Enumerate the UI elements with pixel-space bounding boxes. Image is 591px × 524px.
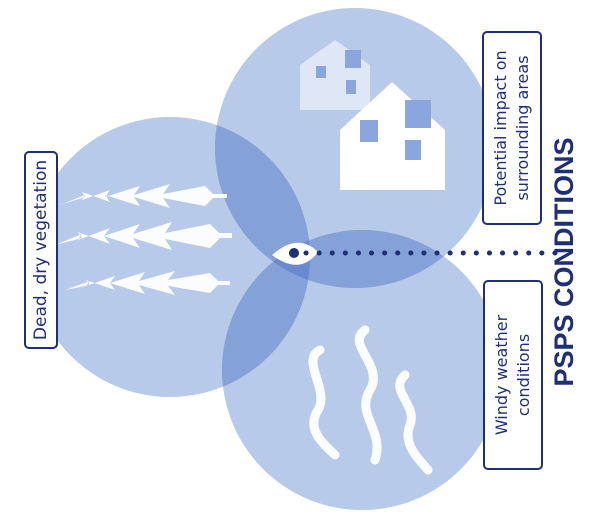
label-impact-line1: Potential impact on [491, 50, 510, 205]
wind-icon [308, 325, 433, 475]
title-text: PSPS CONDITIONS [549, 137, 579, 386]
label-vegetation: Dead, dry vegetation [24, 151, 58, 349]
tree-icon [55, 184, 232, 295]
house-icon [300, 40, 445, 190]
label-impact-line2: surrounding areas [513, 55, 532, 200]
label-wind-line1: Windy weather [492, 314, 511, 435]
overlap-vegetation-impact [215, 117, 310, 288]
label-wind-line2: conditions [514, 334, 533, 416]
overlap-vegetation-wind [222, 230, 310, 397]
connector-dot [289, 248, 299, 258]
label-impact: Potential impact on surrounding areas [482, 31, 542, 225]
diagram-title: PSPS CONDITIONS [549, 137, 579, 386]
label-vegetation-text: Dead, dry vegetation [31, 160, 51, 340]
circle-wind [222, 230, 502, 510]
label-wind: Windy weather conditions [483, 280, 543, 470]
